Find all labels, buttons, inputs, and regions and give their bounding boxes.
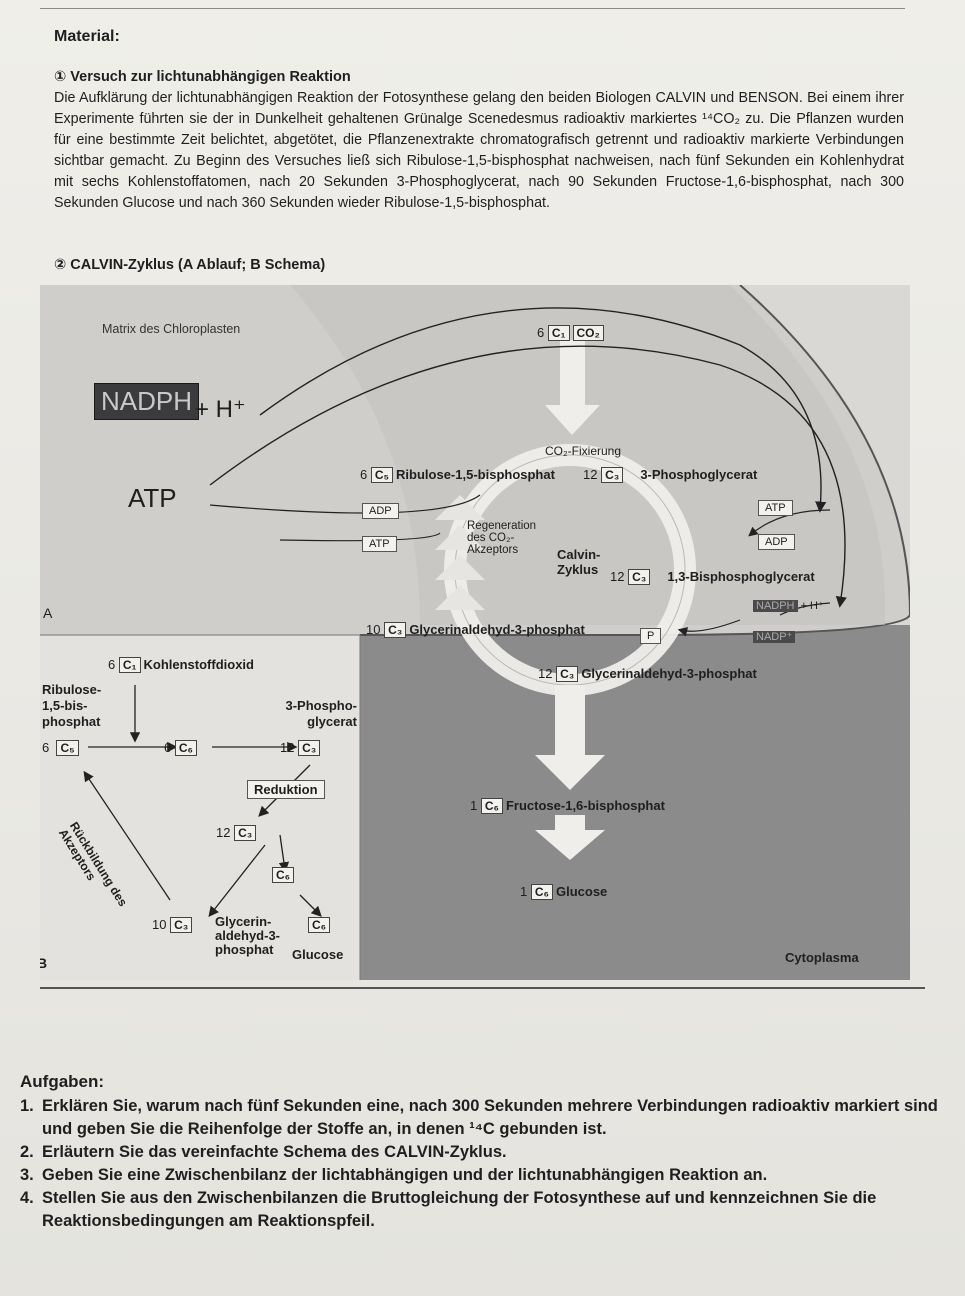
matrix-label: Matrix des Chloroplasten [102, 322, 241, 336]
scheme-pg: 12 C₃ [280, 740, 323, 756]
nadp-label: NADP⁺ [753, 630, 796, 643]
figure-a-letter: A [43, 605, 53, 621]
atp-right: ATP [758, 500, 793, 516]
material-heading: Material: [54, 28, 120, 45]
task-item: 3.Geben Sie eine Zwischenbilanz der lich… [20, 1166, 768, 1184]
scheme-glucose-c: C₆ [308, 917, 333, 933]
scheme-reduktion: Reduktion [247, 780, 325, 799]
top-rule [40, 8, 905, 9]
scheme-gap-label: Glycerin-aldehyd-3-phosphat [215, 914, 281, 957]
task-list: 1.Erklären Sie, warum nach fünf Sekunden… [20, 1095, 940, 1233]
task-item: 1.Erklären Sie, warum nach fünf Sekunden… [20, 1097, 938, 1138]
figure-bottom-rule [40, 987, 925, 989]
aufgaben-heading: Aufgaben: [20, 1072, 105, 1091]
figure-b-letter: B [40, 955, 48, 971]
task-item: 4.Stellen Sie aus den Zwischenbilanzen d… [20, 1189, 877, 1230]
scheme-gap10: 10 C₃ [152, 917, 195, 933]
nadph-box: NADPH [94, 383, 200, 420]
nadph-text: NADPH [101, 386, 193, 416]
calvin-cycle-figure: Matrix des Chloroplasten NADPH + H⁺ ATP … [40, 285, 910, 980]
scheme-pg-label: 3-Phospho-glycerat [285, 698, 358, 729]
scheme-gap12: 12 C₃ [216, 825, 259, 841]
output-arrow [535, 685, 605, 790]
figure-graphics [40, 285, 910, 980]
versuch-text: Die Aufklärung der lichtunabhängigen Rea… [54, 90, 904, 211]
versuch-title: ① Versuch zur lichtunabhängigen Reaktion [54, 69, 351, 85]
scheme-rubp-label: Ribulose-1,5-bis-phosphat [42, 682, 102, 729]
atp-left: ATP [362, 536, 397, 552]
adp-right: ADP [758, 534, 795, 550]
regeneration-chevrons [435, 495, 485, 610]
nadph-small: NADPH + H⁺ [753, 599, 824, 612]
glucose-arrow [535, 815, 605, 860]
nadph-suffix: + H⁺ [195, 396, 246, 423]
regeneration-label: Regeneration des CO₂-Akzeptors [467, 520, 537, 556]
adp-left: ADP [362, 503, 399, 519]
co2-input-arrow [545, 340, 600, 435]
scheme-panel [40, 635, 360, 980]
scheme-rubp: 6 C₅ [42, 740, 82, 756]
scheme-c6-mid: C₆ [272, 867, 297, 883]
task-item: 2.Erläutern Sie das vereinfachte Schema … [20, 1143, 507, 1161]
calvin-title: ② CALVIN-Zyklus (A Ablauf; B Schema) [54, 257, 326, 273]
scheme-glucose-label: Glucose [292, 947, 344, 962]
phosphate-label: P [640, 628, 662, 644]
cytoplasma-label: Cytoplasma [785, 950, 859, 965]
calvin-center-label: Calvin-Zyklus [557, 547, 601, 577]
cytoplasm-region [350, 625, 910, 980]
atp-label: ATP [128, 483, 177, 513]
scheme-c6: 6 C₆ [164, 740, 200, 756]
co2-fixierung: CO₂-Fixierung [545, 444, 622, 458]
